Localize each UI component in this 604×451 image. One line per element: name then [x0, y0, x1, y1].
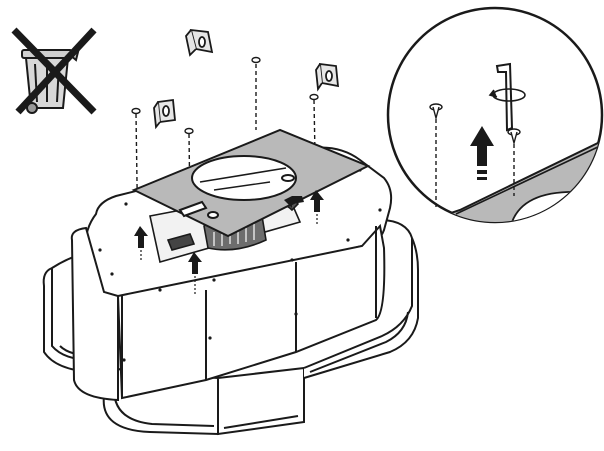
no-disposal-icon — [11, 27, 97, 115]
clip-right — [315, 62, 340, 92]
clip-top — [185, 28, 214, 57]
screw-icon — [429, 103, 521, 146]
hex-key-icon — [495, 62, 514, 132]
screw-icon — [131, 56, 319, 135]
zoom-inset — [386, 6, 604, 224]
clip-left — [153, 98, 176, 130]
mounting-plate — [131, 128, 371, 238]
arrow-up-icon — [470, 126, 494, 180]
rotate-icon — [488, 88, 526, 102]
arrow-up-icon — [134, 190, 324, 294]
